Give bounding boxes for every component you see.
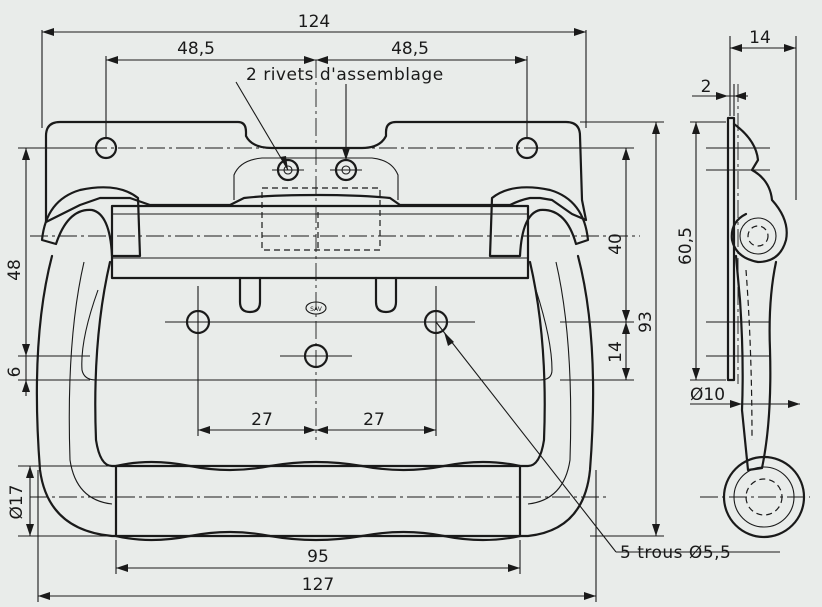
front-view: SAV [30, 60, 640, 542]
side-grip-outer [722, 455, 806, 539]
dim-48: 48 [5, 259, 25, 281]
dim-14-front: 14 [606, 341, 626, 363]
dim-124: 124 [298, 12, 330, 32]
hidden-spring-housing [261, 187, 381, 251]
dim-diam-10: Ø10 [690, 385, 725, 405]
side-arm [734, 254, 778, 472]
back-plate [44, 120, 588, 224]
hook-left [40, 186, 142, 258]
dim-diam-17: Ø17 [7, 484, 27, 519]
slot-left [238, 276, 262, 314]
pivot-bar [110, 204, 530, 280]
handle-frame-inner-3 [527, 261, 572, 505]
dim-48-5-left: 48,5 [177, 39, 215, 59]
grip [114, 460, 522, 542]
handle-frame-inner [94, 260, 546, 468]
side-plate [726, 116, 736, 382]
front-dimensions: 124 48,5 48,5 2 rivets d'assemblage 48 6 [5, 12, 780, 602]
side-dimensions: 14 2 60,5 Ø10 [676, 28, 800, 408]
plate-lower-area [81, 289, 553, 381]
side-pivot-hidden [747, 225, 769, 247]
dim-27-left: 27 [251, 410, 273, 430]
dim-60-5: 60,5 [676, 227, 696, 265]
leader-holes [435, 321, 617, 553]
dim-40: 40 [606, 233, 626, 255]
plate-raised-area [233, 157, 399, 200]
dim-127: 127 [302, 575, 334, 595]
handle-frame-outer [35, 254, 595, 538]
side-pivot-body [730, 122, 788, 264]
dim-27-right: 27 [363, 410, 385, 430]
dim-2: 2 [701, 77, 712, 97]
dim-14-side: 14 [749, 28, 771, 48]
dim-48-5-right: 48,5 [391, 39, 429, 59]
handle-frame-inner-2 [68, 261, 113, 505]
slot-right [374, 276, 398, 314]
side-grip-inner [745, 478, 783, 516]
note-rivets: 2 rivets d'assemblage [246, 65, 444, 85]
side-arm-hidden [745, 269, 753, 441]
note-holes: 5 trous Ø5,5 [620, 543, 731, 563]
dim-93: 93 [636, 311, 656, 333]
dim-95: 95 [307, 547, 329, 567]
svg-text:SAV: SAV [310, 306, 323, 313]
sav-logo: SAV [305, 301, 327, 315]
hook-right [488, 186, 590, 258]
leader-rivet-left [235, 81, 289, 171]
side-pivot-circle [739, 217, 777, 255]
dim-6: 6 [5, 367, 25, 378]
side-grip-mid [733, 466, 795, 528]
side-view [700, 84, 810, 539]
